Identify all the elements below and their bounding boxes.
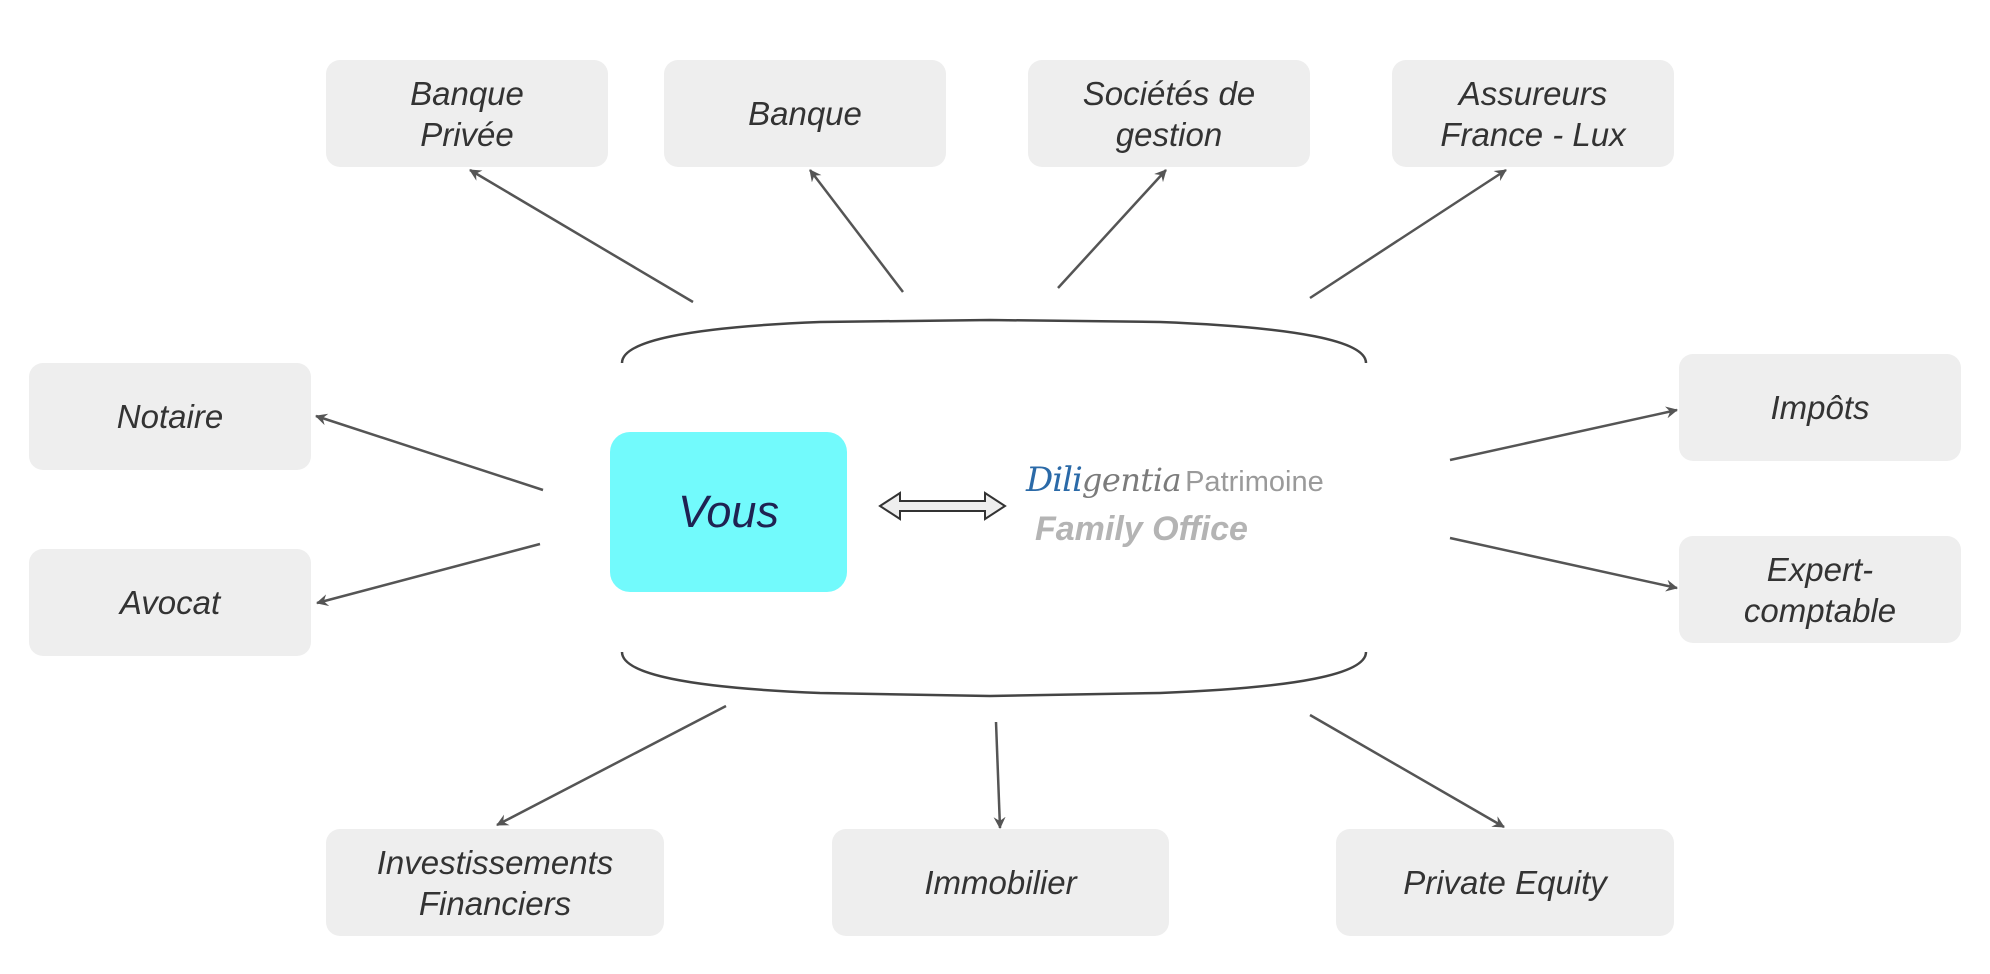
arrow-banque (809, 169, 904, 293)
logo-gentia: gentia (1081, 461, 1182, 499)
node-banque[interactable]: Banque (664, 60, 946, 167)
arrow-avocat (316, 542, 541, 606)
arrow-notaire (315, 413, 544, 492)
top-brace (620, 318, 1368, 364)
node-vous[interactable]: Vous (610, 432, 847, 592)
arrow-immobilier (993, 721, 1006, 829)
logo-dili: Dili (1026, 460, 1083, 500)
logo-family-office: Family Office (1035, 510, 1248, 548)
node-impots[interactable]: Impôts (1679, 354, 1961, 461)
arrow-private-equity (1309, 713, 1505, 829)
node-notaire[interactable]: Notaire (29, 363, 311, 470)
node-investissements-financiers[interactable]: Investissements Financiers (326, 829, 664, 936)
node-societes-gestion[interactable]: Sociétés de gestion (1028, 60, 1310, 167)
logo-patrimoine: Patrimoine (1185, 466, 1324, 498)
node-assureurs[interactable]: Assureurs France - Lux (1392, 60, 1674, 167)
arrow-assureurs (1309, 168, 1507, 300)
bottom-brace (620, 651, 1368, 698)
node-avocat[interactable]: Avocat (29, 549, 311, 656)
node-expert-comptable[interactable]: Expert- comptable (1679, 536, 1961, 643)
arrow-expert-comptable (1449, 536, 1678, 592)
arrow-impots (1449, 406, 1678, 462)
arrow-investissements (496, 704, 727, 827)
arrow-banque-privee (469, 168, 694, 304)
node-immobilier[interactable]: Immobilier (832, 829, 1169, 936)
node-banque-privee[interactable]: Banque Privée (326, 60, 608, 167)
double-arrow-icon (878, 491, 1007, 521)
arrow-societes-gestion (1057, 169, 1167, 289)
node-private-equity[interactable]: Private Equity (1336, 829, 1674, 936)
